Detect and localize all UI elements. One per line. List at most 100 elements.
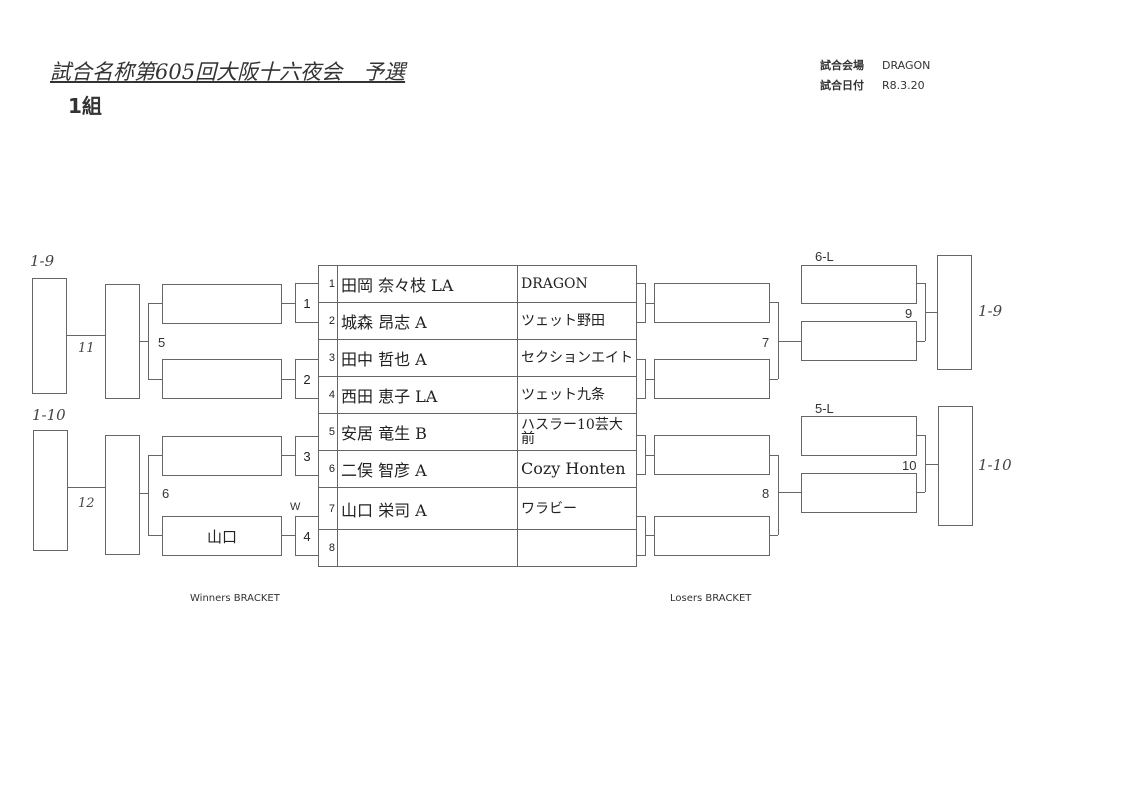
connector [140, 493, 148, 494]
connector [148, 303, 162, 304]
date-value: R8.3.20 [882, 79, 925, 92]
winner-slot-2[interactable] [162, 359, 282, 399]
bracket-line [778, 455, 779, 535]
loser-slot-1[interactable] [654, 283, 770, 323]
connector [148, 455, 162, 456]
final-slot-upper[interactable] [32, 278, 67, 394]
losers-caption: Losers BRACKET [670, 593, 752, 604]
connector [282, 303, 295, 304]
match-10-label: 10 [902, 458, 917, 473]
connector [770, 379, 778, 380]
player-name [337, 529, 518, 567]
match-7-label: 7 [762, 335, 770, 350]
match-9-label: 9 [905, 306, 913, 321]
connector [67, 487, 105, 488]
match-2-box[interactable]: 2 [295, 359, 319, 399]
team-name [517, 529, 637, 567]
player-name: 山口 栄司 A [337, 487, 518, 530]
connector [925, 312, 938, 313]
seed-number: 5 [318, 413, 338, 451]
bracket-line [925, 435, 926, 492]
connector [282, 379, 295, 380]
connector [646, 535, 654, 536]
seed-number: 1 [318, 265, 338, 303]
loser-semi-slot-3[interactable] [801, 416, 917, 456]
match-5-label: 5 [158, 335, 166, 350]
team-name: ツェット野田 [517, 302, 637, 340]
match-4-box[interactable]: 4 [295, 516, 319, 556]
loser-slot-2[interactable] [654, 359, 770, 399]
team-name: Cozy Honten [517, 450, 637, 488]
winner-slot-1[interactable] [162, 284, 282, 324]
bracket-line [148, 455, 149, 535]
walkover-mark: W [290, 501, 301, 513]
seed-number: 4 [318, 376, 338, 414]
loser-slot-3[interactable] [654, 435, 770, 475]
match-3-box[interactable]: 3 [295, 436, 319, 476]
loser-final-slot-lower[interactable] [938, 406, 973, 526]
loser-final-slot-upper[interactable] [937, 255, 972, 370]
date-label: 試合日付 [820, 79, 864, 92]
loser-pair-box [636, 283, 646, 323]
match-6-label: 6 [162, 486, 170, 501]
connector [917, 435, 925, 436]
loser-semi-slot-4[interactable] [801, 473, 917, 513]
player-name: 二俣 智彦 A [337, 450, 518, 488]
loser-pair-box [636, 516, 646, 556]
loser-pair-box [636, 359, 646, 399]
seed-number: 7 [318, 487, 338, 530]
seed-number: 2 [318, 302, 338, 340]
table-row: 8 [318, 529, 637, 567]
venue-row: 試合会場 DRAGON [820, 57, 930, 73]
team-name: セクションエイト [517, 339, 637, 377]
date-row: 試合日付 R8.3.20 [820, 77, 925, 93]
player-name: 田中 哲也 A [337, 339, 518, 377]
tournament-title: 試合名称第605回大阪十六夜会 予選 [50, 60, 406, 84]
connector [148, 535, 162, 536]
loser-final-label-1-9: 1-9 [978, 302, 1003, 320]
winner-slot-3[interactable] [162, 436, 282, 476]
connector [646, 455, 654, 456]
loser-slot-4[interactable] [654, 516, 770, 556]
connector [778, 492, 801, 493]
team-name: ハスラー10芸大前 [517, 413, 637, 451]
connector [282, 455, 295, 456]
loser-semi-slot-2[interactable] [801, 321, 917, 361]
connector [770, 302, 778, 303]
team-name: ワラビー [517, 487, 637, 530]
bracket-line [778, 302, 779, 379]
final-label-1-9: 1-9 [30, 252, 55, 270]
loser-final-label-1-10: 1-10 [978, 456, 1012, 474]
loser-pair-box [636, 435, 646, 475]
loser-semi-slot-1[interactable] [801, 265, 917, 304]
connector [282, 535, 295, 536]
player-name: 安居 竜生 B [337, 413, 518, 451]
seed-number: 6 [318, 450, 338, 488]
bracket-line [148, 303, 149, 379]
connector [770, 455, 778, 456]
connector [140, 341, 148, 342]
final-slot-lower[interactable] [33, 430, 68, 551]
connector [66, 335, 105, 336]
final-label-1-10: 1-10 [32, 406, 66, 424]
semi-slot-upper[interactable] [105, 284, 140, 399]
match-1-box[interactable]: 1 [295, 283, 319, 323]
match-8-label: 8 [762, 486, 770, 501]
player-name: 田岡 奈々枝 LA [337, 265, 518, 303]
connector [778, 341, 801, 342]
connector [770, 535, 778, 536]
seed-number: 3 [318, 339, 338, 377]
venue-value: DRAGON [882, 59, 931, 72]
venue-label: 試合会場 [820, 59, 864, 72]
connector [925, 464, 938, 465]
winner-slot-4[interactable]: 山口 [162, 516, 282, 556]
semi-slot-lower[interactable] [105, 435, 140, 555]
connector [917, 283, 925, 284]
